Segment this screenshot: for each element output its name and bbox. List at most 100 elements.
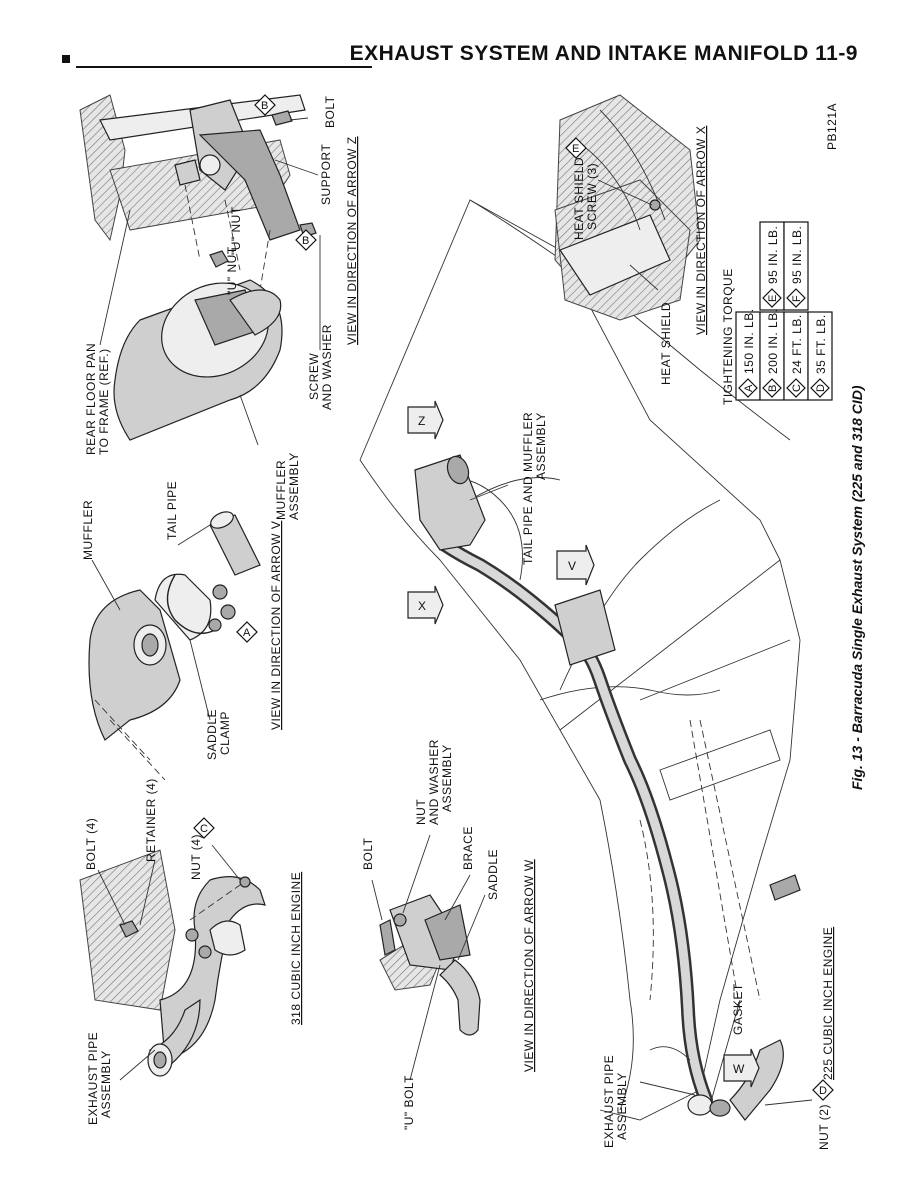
torque-key-label: E (767, 294, 779, 302)
torque-table: TIGHTENING TORQUE A 150 IN. LB. B 200 IN. L… (721, 221, 833, 405)
exhaust-pipe-label-2: ASSEMBLY (99, 1050, 113, 1118)
marker-a: A (236, 621, 258, 643)
u-nut-label-1: "U" NUT (225, 246, 239, 295)
view-v-illustration (88, 511, 261, 781)
torque-key-diamond (762, 288, 782, 308)
nut-2-label: NUT (2) (817, 1104, 831, 1150)
svg-text:V: V (568, 559, 577, 573)
svg-text:A: A (243, 627, 251, 639)
bolt-top-label: BOLT (323, 95, 337, 128)
svg-text:Z: Z (418, 414, 426, 428)
heat-shield-label: HEAT SHIELD (659, 302, 673, 385)
nut-washer-label-1: NUT (414, 799, 428, 825)
marker-c: C (193, 817, 215, 839)
torque-value-label: 24 FT. LB. (790, 314, 804, 374)
torque-row-d: D 35 FT. LB. (807, 311, 833, 401)
torque-rows: A 150 IN. LB. B 200 IN. LB.C24 FT. LB. D 35 F… (735, 221, 833, 401)
ref-code: PB121A (825, 103, 839, 150)
torque-row-c: C24 FT. LB. (783, 311, 809, 401)
nut-washer-label-3: ASSEMBLY (440, 744, 454, 812)
marker-e: E (565, 137, 587, 159)
u-nut-label-2: "U" NUT (229, 206, 243, 255)
torque-key-diamond (786, 288, 806, 308)
torque-key-diamond (762, 378, 782, 398)
marker-b-bolt: B (254, 94, 276, 116)
svg-text:C: C (200, 823, 208, 835)
arrow-marker-w: W (723, 1048, 760, 1088)
muffler-assembly-label-1: MUFFLER (274, 460, 288, 520)
saddle-label: SADDLE (486, 849, 500, 900)
nut-4-label: NUT (4) (189, 834, 203, 880)
heat-shield-screw-label-2: SCREW (3) (585, 163, 599, 230)
svg-text:B: B (261, 100, 269, 112)
svg-text:E: E (572, 143, 580, 155)
torque-value-label: 200 IN. LB. (766, 308, 780, 374)
u-bolt-label: "U" BOLT (402, 1075, 416, 1130)
heat-shield-screw-label-1: HEAT SHIELD (572, 157, 586, 240)
torque-key-label: A (743, 384, 755, 392)
svg-text:B: B (302, 235, 310, 247)
underbody-illustration (359, 199, 801, 1121)
torque-row-f: F95 IN. LB. (783, 221, 809, 311)
page-header-title: EXHAUST SYSTEM AND INTAKE MANIFOLD 11-9 (349, 42, 858, 65)
underbody-exhaust-pipe-label-1: EXHAUST PIPE (602, 1055, 616, 1148)
view-w-leaders (371, 834, 486, 1081)
support-label: SUPPORT (319, 144, 333, 205)
header-bullet (62, 55, 70, 63)
nut-washer-label-2: AND WASHER (427, 739, 441, 825)
view-z-title: VIEW IN DIRECTION OF ARROW Z (345, 136, 359, 345)
bolt-w-label: BOLT (361, 837, 375, 870)
muffler-assembly-label-2: ASSEMBLY (287, 452, 301, 520)
arrow-marker-v: V (556, 544, 595, 586)
view-v-title: VIEW IN DIRECTION OF ARROW V (269, 521, 283, 730)
rear-floor-pan-label-1: REAR FLOOR PAN (84, 343, 98, 455)
gasket-label: GASKET (731, 983, 745, 1035)
screw-washer-label-1: SCREW (307, 353, 321, 400)
retainer-4-label: RETAINER (4) (144, 778, 158, 862)
torque-key-label: F (791, 295, 803, 302)
view-318-leaders (97, 844, 241, 1081)
arrow-marker-x: X (407, 585, 444, 625)
tail-pipe-label: TAIL PIPE (165, 481, 179, 540)
view-x-leaders (597, 179, 659, 291)
brace-label: BRACE (461, 826, 475, 870)
bolt-4-label: BOLT (4) (84, 818, 98, 870)
torque-row-e: E 95 IN. LB. (759, 221, 785, 311)
underbody-leaders (469, 484, 813, 1106)
view-z-leaders (99, 117, 321, 446)
saddle-clamp-label-1: SADDLE (205, 709, 219, 760)
view-w-title: VIEW IN DIRECTION OF ARROW W (522, 859, 536, 1072)
screw-washer-label-2: AND WASHER (320, 324, 334, 410)
torque-key-diamond (738, 378, 758, 398)
torque-key-label: D (815, 384, 827, 392)
tail-muffler-label-1: TAIL PIPE AND MUFFLER (521, 412, 535, 565)
header-rule (76, 66, 372, 68)
torque-row-a: A 150 IN. LB. (735, 308, 761, 401)
tail-muffler-label-2: ASSEMBLY (534, 412, 548, 480)
torque-key-diamond (786, 378, 806, 398)
torque-value-label: 35 FT. LB. (814, 314, 828, 374)
torque-key-diamond (810, 378, 830, 398)
exhaust-pipe-label-1: EXHAUST PIPE (86, 1032, 100, 1125)
marker-d: D (812, 1079, 834, 1101)
torque-value-label: 95 IN. LB. (766, 226, 780, 284)
underbody-exhaust-pipe-label-2: ASSEMBLY (615, 1072, 629, 1140)
view-x-title: VIEW IN DIRECTION OF ARROW X (694, 126, 708, 335)
torque-row-b: B 200 IN. LB. (759, 308, 785, 401)
view-318-illustration (79, 849, 266, 1077)
view-x-illustration (554, 94, 701, 321)
torque-table-title: TIGHTENING TORQUE (721, 268, 735, 405)
engine-225-title: 225 CUBIC INCH ENGINE (821, 927, 835, 1080)
saddle-clamp-label-2: CLAMP (218, 711, 232, 755)
arrow-marker-z: Z (407, 400, 444, 440)
svg-text:D: D (819, 1085, 827, 1097)
torque-key-label: B (767, 384, 779, 392)
torque-value-label: 150 IN. LB. (742, 308, 756, 374)
engine-318-title: 318 CUBIC INCH ENGINE (289, 872, 303, 1025)
svg-text:W: W (733, 1062, 745, 1076)
view-v-leaders (91, 524, 211, 721)
svg-text:X: X (418, 599, 427, 613)
view-w-illustration (379, 894, 481, 1036)
view-z-illustration (79, 94, 317, 441)
